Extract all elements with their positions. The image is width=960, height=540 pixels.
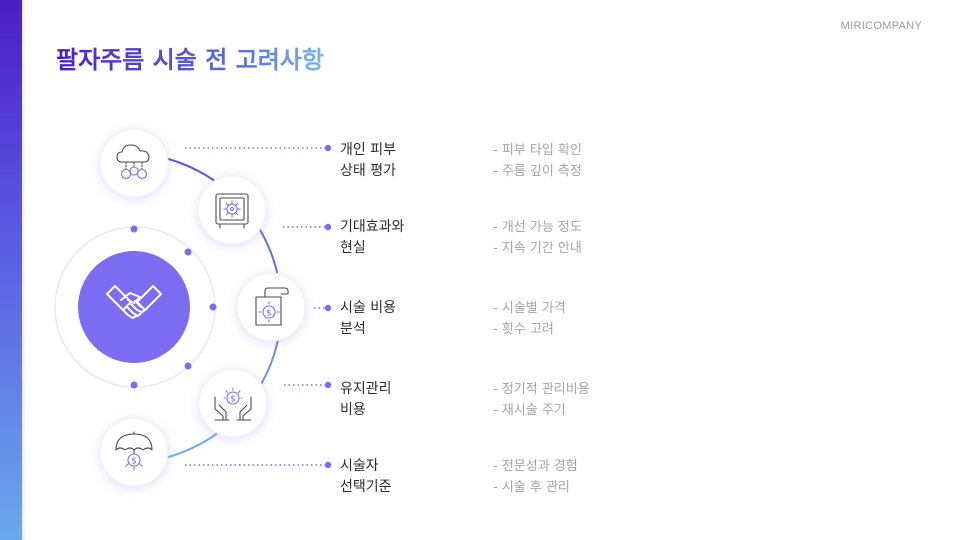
- item-detail: - 시술별 가격: [493, 301, 566, 316]
- orbit-dot: [184, 362, 192, 370]
- consideration-item-1: 개인 피부 상태 평가 - 피부 타입 확인 - 주름 깊이 측정: [340, 140, 900, 184]
- safe-icon: [215, 193, 249, 229]
- item-label: 기대효과와 현실: [340, 219, 405, 256]
- side-accent-bar: [0, 0, 22, 540]
- item-label: 개인 피부 상태 평가: [340, 142, 396, 179]
- item-label: 유지관리 비용: [340, 381, 392, 418]
- item-detail: - 횟수 고려: [493, 322, 554, 337]
- brand-name: MIRICOMPANY: [840, 20, 922, 32]
- consideration-item-2: 기대효과와 현실 - 개선 가능 정도 - 지속 기간 안내: [340, 217, 900, 261]
- page-title: 팔자주름 시술 전 고려사항: [56, 40, 324, 75]
- item-detail: - 개선 가능 정도: [493, 220, 582, 235]
- orbit-dot: [130, 225, 138, 233]
- cloud-money-icon: [116, 144, 150, 180]
- orbit-dot: [130, 381, 138, 389]
- icon-circle-3: [236, 272, 306, 342]
- item-detail: - 시술 후 관리: [493, 480, 570, 495]
- receipt-dollar-icon: $: [255, 287, 289, 326]
- svg-text:$: $: [230, 395, 236, 405]
- leader-dot-2: [324, 223, 332, 231]
- item-details: - 피부 타입 확인 - 주름 깊이 측정: [493, 140, 582, 182]
- item-detail: - 주름 깊이 측정: [493, 164, 582, 179]
- hands-coin-icon: $: [214, 387, 252, 421]
- item-details: - 정기적 관리비용 - 재시술 주기: [493, 379, 590, 421]
- svg-text:$: $: [131, 457, 137, 467]
- item-detail: - 정기적 관리비용: [493, 382, 590, 397]
- item-label: 시술자 선택기준: [340, 458, 392, 495]
- svg-text:$: $: [266, 309, 272, 319]
- item-details: - 전문성과 경험 - 시술 후 관리: [493, 456, 578, 498]
- handshake-icon: [106, 285, 162, 319]
- leader-dot-3: [324, 304, 332, 312]
- item-detail: - 전문성과 경험: [493, 459, 578, 474]
- item-details: - 시술별 가격 - 횟수 고려: [493, 298, 566, 340]
- consideration-item-3: 시술 비용 분석 - 시술별 가격 - 횟수 고려: [340, 298, 900, 342]
- orbit-dot: [184, 248, 192, 256]
- orbit-dot: [209, 303, 217, 311]
- item-detail: - 지속 기간 안내: [493, 241, 582, 256]
- side-accent-shadow: [22, 0, 26, 540]
- item-detail: - 피부 타입 확인: [493, 143, 582, 158]
- leader-dot-4: [324, 381, 332, 389]
- item-label: 시술 비용 분석: [340, 300, 396, 337]
- umbrella-dollar-icon: $: [115, 431, 153, 471]
- leader-dot-1: [324, 144, 332, 152]
- consideration-item-4: 유지관리 비용 - 정기적 관리비용 - 재시술 주기: [340, 379, 900, 423]
- leader-dot-5: [324, 461, 332, 469]
- item-detail: - 재시술 주기: [493, 403, 566, 418]
- item-details: - 개선 가능 정도 - 지속 기간 안내: [493, 217, 582, 259]
- consideration-item-5: 시술자 선택기준 - 전문성과 경험 - 시술 후 관리: [340, 456, 900, 500]
